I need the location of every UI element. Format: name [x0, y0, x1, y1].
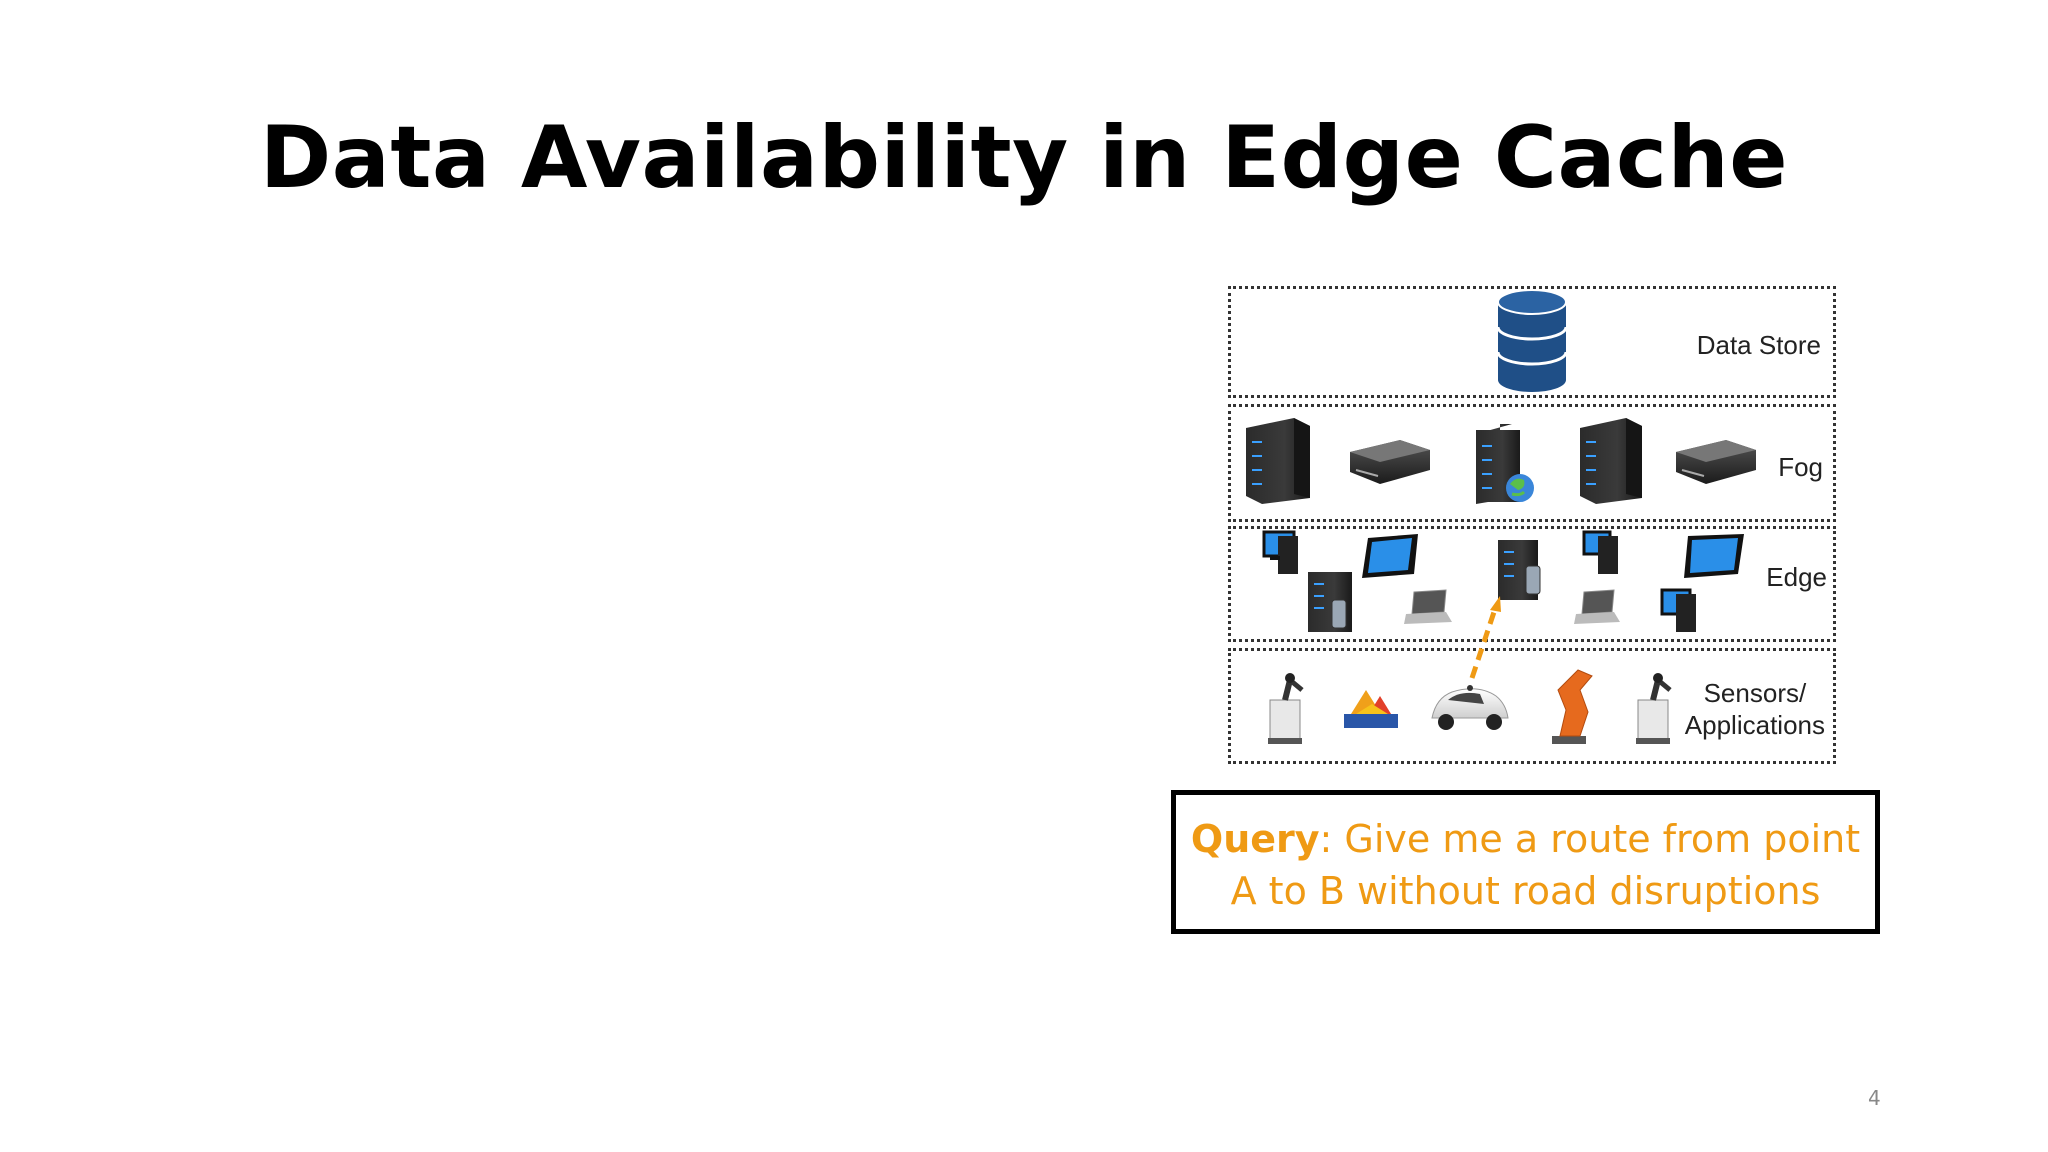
page-number: 4 [1868, 1086, 1881, 1110]
query-arrow [1469, 605, 1499, 679]
laptop-icon [1404, 589, 1452, 624]
web-server-icon [1476, 424, 1534, 504]
robot-arm-icon [1268, 673, 1304, 744]
query-line-1-rest: : Give me a route from point [1319, 817, 1861, 861]
layer-fog: Fog [1228, 404, 1836, 522]
query-line-1: Query: Give me a route from point [1176, 813, 1875, 865]
layer-edge: Edge [1228, 526, 1836, 642]
layer-sensors: Sensors/ Applications [1228, 648, 1836, 764]
server-tower-icon [1246, 418, 1310, 504]
tablet-icon [1684, 534, 1744, 578]
layer-label-sensors-line2: Applications [1684, 710, 1825, 740]
layer-label-data-store: Data Store [1696, 330, 1821, 360]
query-label: Query [1190, 817, 1320, 861]
slide-title: Data Availability in Edge Cache [259, 108, 1789, 208]
server-rack-icon [1350, 440, 1430, 484]
sensor-icon [1344, 690, 1398, 728]
car-icon [1431, 685, 1509, 730]
layer-label-sensors-line1: Sensors/ [1703, 678, 1807, 708]
query-line-2: A to B without road disruptions [1230, 869, 1821, 913]
server-rack-icon [1676, 440, 1756, 484]
robot-arm-icon [1552, 669, 1593, 744]
server-tower-icon [1580, 418, 1642, 504]
desktop-icon [1582, 530, 1618, 574]
layer-label-fog: Fog [1778, 452, 1823, 482]
database-icon [1496, 289, 1568, 392]
mobile-server-icon [1498, 540, 1541, 600]
layer-data-store: Data Store [1228, 286, 1836, 398]
desktop-icon [1262, 530, 1298, 574]
laptop-icon [1574, 589, 1620, 624]
tablet-icon [1362, 534, 1418, 578]
layer-label-sensors: Sensors/ Applications [1685, 677, 1825, 741]
robot-arm-icon [1636, 673, 1672, 744]
query-box: Query: Give me a route from point A to B… [1171, 790, 1880, 934]
desktop-icon [1660, 588, 1696, 632]
mobile-server-icon [1308, 572, 1352, 632]
query-arrow-head [1490, 596, 1501, 612]
layer-label-edge: Edge [1766, 562, 1827, 592]
